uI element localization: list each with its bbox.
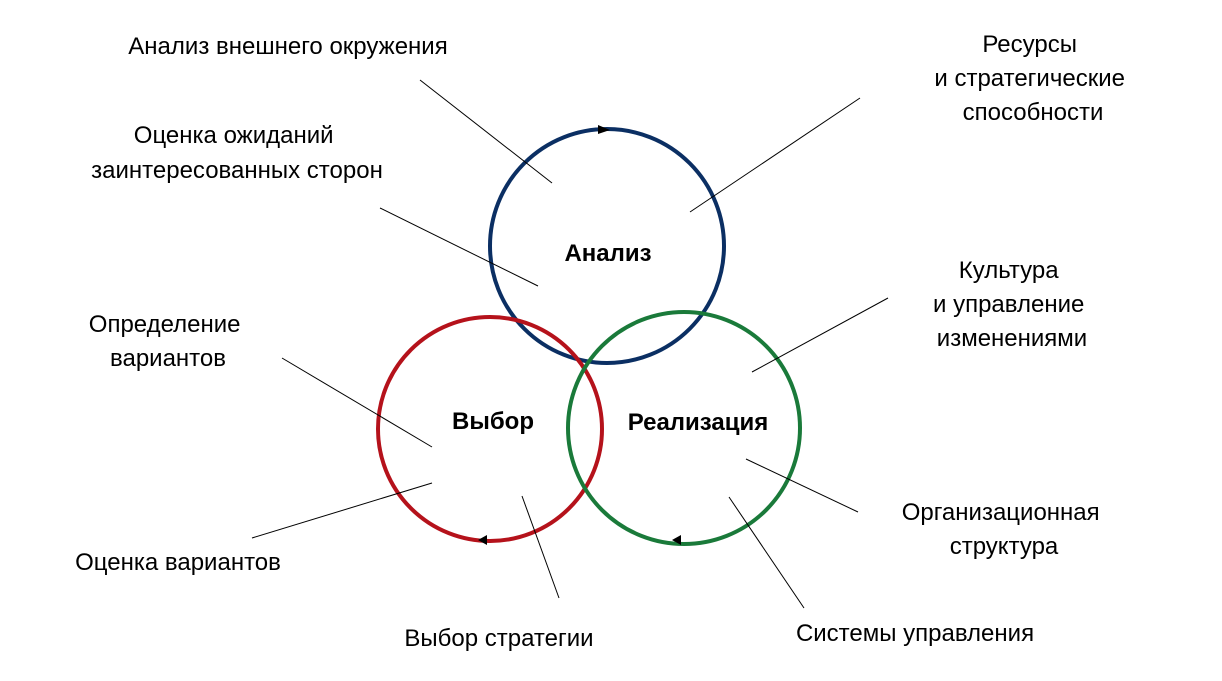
leader-stakeholders [379,207,539,287]
label-external-env: Анализ внешнего окружения [128,33,447,60]
analysis-label: Анализ [564,240,651,267]
label-strategy-choice: Выбор стратегии [404,625,593,652]
choice-label: Выбор [452,408,534,435]
label-management-systems: Системы управления [796,620,1034,647]
choice-circle [376,315,604,543]
label-stakeholders: Оценка ожиданий заинтересованных сторон [91,122,383,184]
leader-resources [689,97,861,213]
implementation-label: Реализация [628,409,769,436]
leader-strategy-choice [521,495,560,599]
label-options: Определение вариантов [89,311,247,372]
label-resources: Ресурсы и стратегические способности [934,31,1131,126]
leader-culture [751,297,889,373]
implementation-circle [566,310,802,546]
analysis-arrow-icon [598,125,610,134]
implementation-arrow-icon [672,535,681,545]
label-evaluation: Оценка вариантов [75,549,281,576]
leader-external-env [419,79,553,184]
label-culture: Культура и управление изменениями [933,257,1091,352]
leader-management-systems [728,496,805,609]
leader-options [281,357,433,448]
leader-evaluation [251,482,433,539]
choice-arrow-icon [478,535,487,545]
leader-org-structure [745,458,859,513]
label-org-structure: Организационная структура [902,499,1107,560]
